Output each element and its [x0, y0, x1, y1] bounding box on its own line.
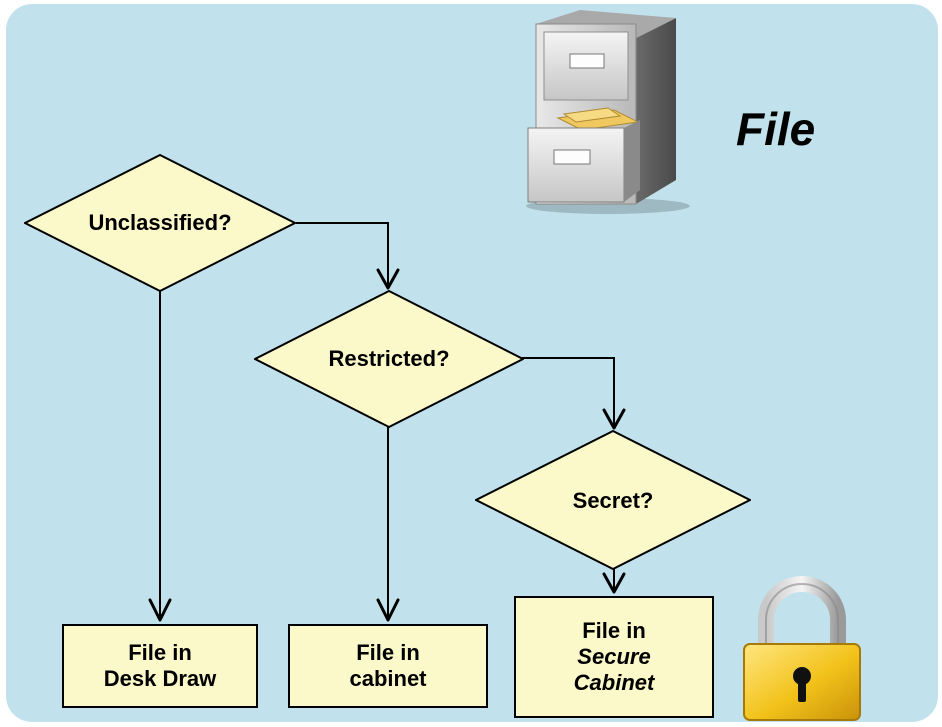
decision-unclassified: Unclassified?	[24, 154, 296, 292]
arrowhead	[148, 598, 172, 622]
decision-restricted: Restricted?	[254, 290, 524, 428]
connector-restricted-yes	[522, 357, 615, 428]
arrowhead	[376, 268, 400, 290]
outcome-line: Secure	[577, 644, 651, 669]
arrowhead	[376, 598, 400, 622]
outcome-line: Desk Draw	[103, 666, 217, 691]
connector-unclassified-yes	[296, 222, 389, 286]
decision-secret: Secret?	[475, 430, 751, 570]
diamond-shape	[254, 290, 524, 428]
outcome-line: Cabinet	[573, 670, 655, 695]
decision-label: Unclassified?	[88, 210, 232, 235]
arrowhead	[602, 408, 626, 430]
diamond-shape	[475, 430, 751, 570]
outcome-line: File in	[582, 618, 646, 643]
decision-label: Secret?	[572, 488, 654, 513]
arrowhead	[602, 572, 626, 594]
outcome-desk-draw: File in Desk Draw	[62, 624, 258, 708]
outcome-line: File in	[128, 640, 192, 665]
outcome-cabinet: File in cabinet	[288, 624, 488, 708]
diamond-shape	[24, 154, 296, 292]
padlock-icon	[743, 576, 861, 721]
outcome-secure-cabinet: File in Secure Cabinet	[514, 596, 714, 718]
diagram-title: File	[736, 103, 816, 155]
outcome-line: File in	[356, 640, 420, 665]
decision-label: Restricted?	[328, 346, 450, 371]
file-cabinet-icon	[526, 10, 690, 214]
outcome-line: cabinet	[349, 666, 427, 691]
